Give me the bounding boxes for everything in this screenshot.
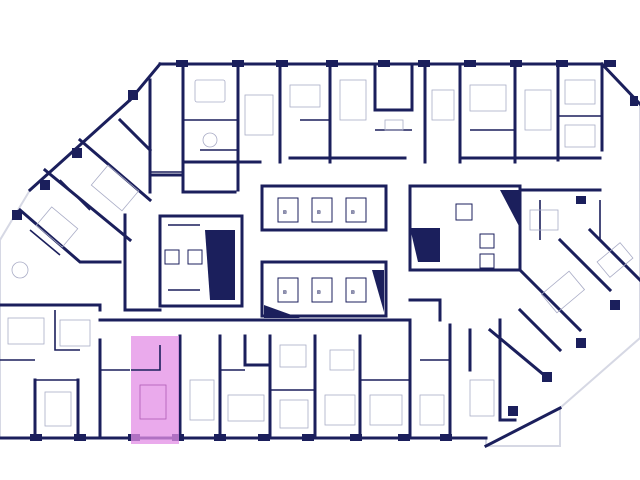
highlighted-apartment[interactable]: [131, 336, 179, 444]
furniture: [7, 79, 634, 429]
right-wing-walls: [483, 61, 640, 449]
svg-text:⊠: ⊠: [283, 209, 287, 216]
svg-text:⊠: ⊠: [317, 209, 321, 216]
svg-text:⊠: ⊠: [351, 209, 355, 216]
stair-core-right: [408, 184, 522, 322]
top-row-walls: [148, 62, 604, 194]
svg-text:⊠: ⊠: [317, 289, 321, 296]
building-outline: [0, 63, 640, 447]
elevator-block: ⊠ ⊠ ⊠ ⊠ ⊠ ⊠: [260, 184, 388, 318]
stair-core-left: [158, 214, 244, 308]
svg-text:⊠: ⊠: [351, 289, 355, 296]
svg-text:⊠: ⊠: [283, 289, 287, 296]
